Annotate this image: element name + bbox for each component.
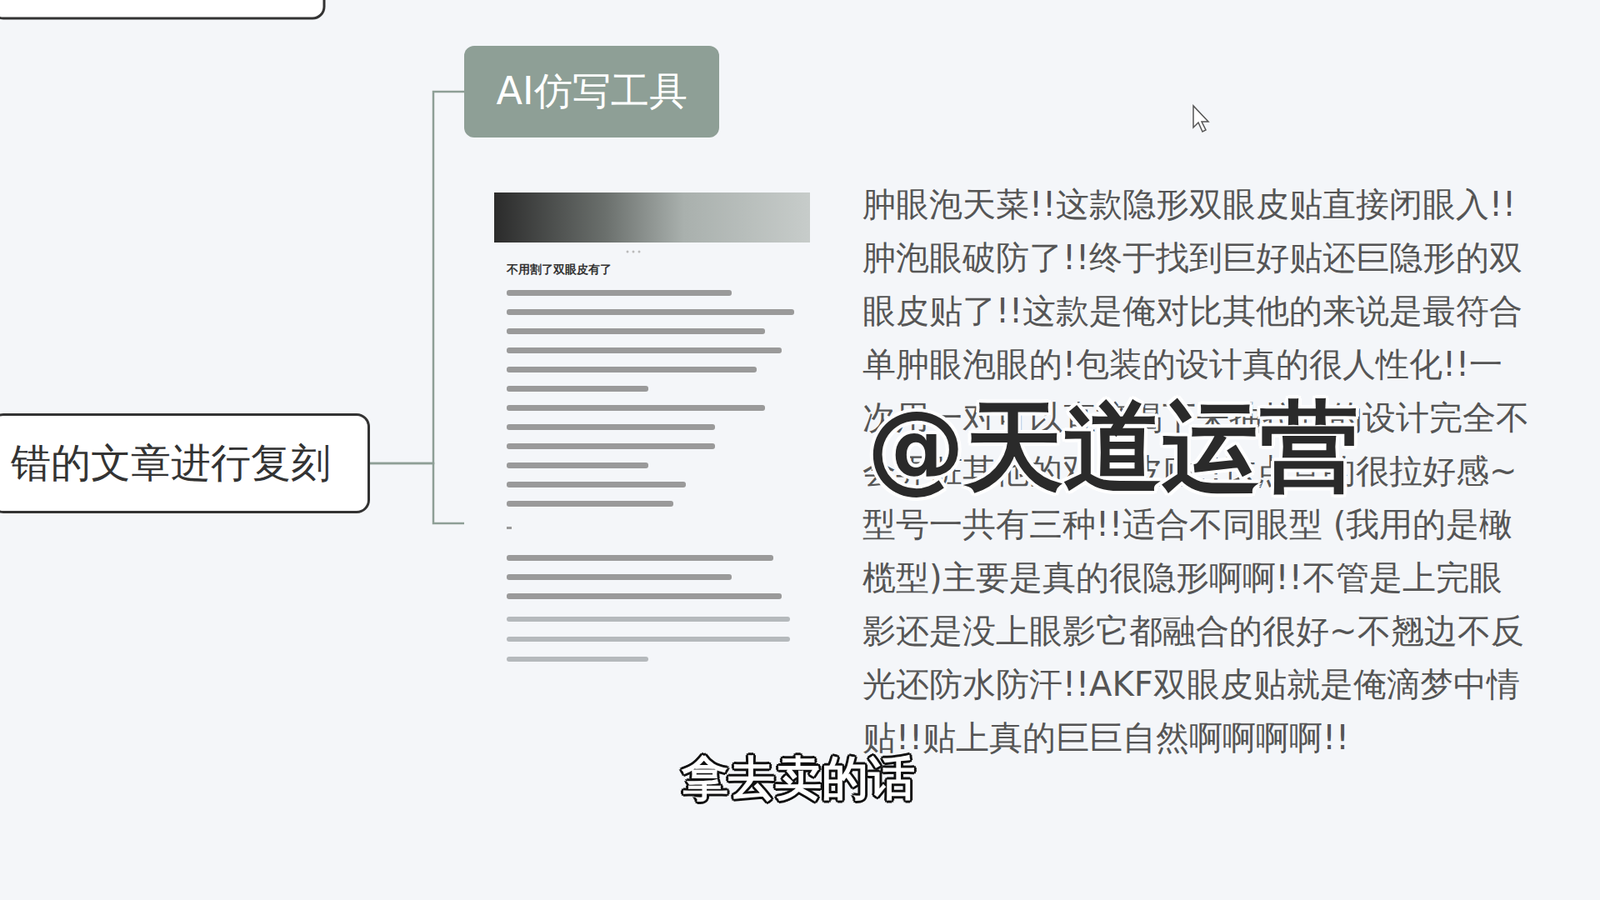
- ai-box: AI仿写工具: [464, 45, 720, 138]
- post-title: 不用割了双眼皮有了: [506, 262, 810, 277]
- watermark: @天道运营: [866, 393, 1359, 502]
- partial-box: [0, 0, 325, 19]
- node-label: 错的文章进行复刻: [10, 439, 331, 488]
- video-subtitle: 拿去卖的话: [681, 750, 915, 806]
- screenshot: 不用割了双眼皮有了: [464, 185, 810, 669]
- branch-connector: [370, 463, 465, 524]
- screenshot-image: [464, 185, 810, 669]
- mouse-cursor: [1193, 105, 1209, 132]
- branch-connector: [370, 91, 465, 464]
- branch-box: 错的文章进行复刻: [0, 413, 370, 514]
- node-label: AI仿写工具: [495, 68, 687, 115]
